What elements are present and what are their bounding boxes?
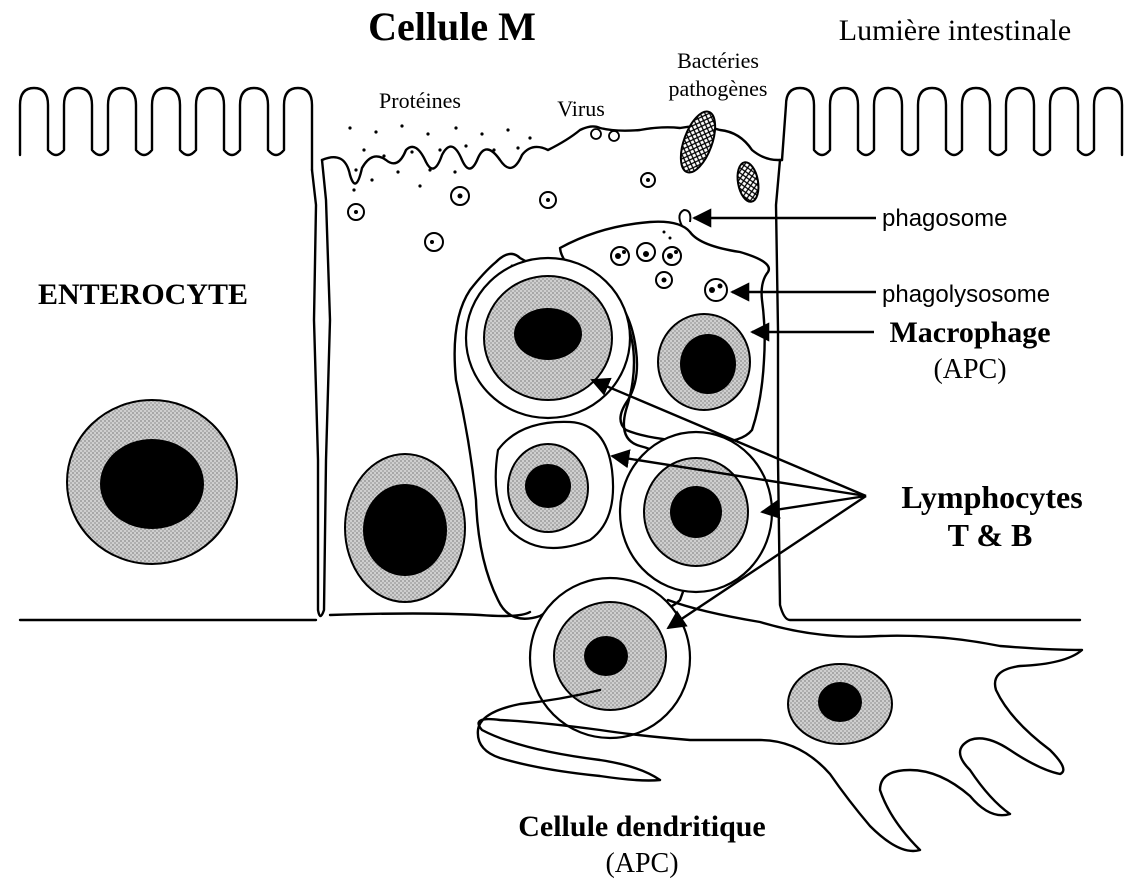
title-cellule-m: Cellule M bbox=[368, 4, 536, 49]
label-dendritic: Cellule dendritique bbox=[518, 810, 766, 843]
m-cell-nucleus bbox=[345, 454, 465, 602]
enterocyte-nucleus bbox=[67, 400, 237, 564]
label-lymphocytes-1: Lymphocytes bbox=[901, 479, 1082, 515]
lymphocyte-4 bbox=[530, 578, 690, 738]
phagolysosomes bbox=[611, 243, 727, 301]
phagosome-pocket bbox=[679, 210, 690, 226]
pathogenic-bacteria bbox=[674, 107, 761, 203]
lymphocyte-2 bbox=[496, 422, 613, 548]
virus-particles bbox=[591, 129, 619, 141]
label-macrophage-apc: (APC) bbox=[933, 354, 1006, 385]
label-macrophage: Macrophage bbox=[889, 316, 1050, 349]
junction-left bbox=[312, 160, 330, 616]
label-phagosome: phagosome bbox=[882, 205, 1007, 232]
label-phagolysosome: phagolysosome bbox=[882, 281, 1050, 308]
lymphocyte-1 bbox=[466, 258, 630, 418]
label-lymphocytes-2: T & B bbox=[948, 517, 1033, 553]
label-virus: Virus bbox=[557, 96, 605, 121]
lymphocyte-3 bbox=[620, 432, 772, 592]
microvilli-left bbox=[20, 88, 312, 170]
endocytic-vesicles bbox=[348, 173, 655, 251]
label-bacteria-1: Bactéries bbox=[677, 48, 759, 73]
label-lumen: Lumière intestinale bbox=[839, 14, 1071, 47]
microvilli-right bbox=[782, 88, 1122, 160]
m-cell-basal-left bbox=[330, 612, 530, 616]
enterocyte-left bbox=[20, 88, 330, 620]
label-dendritic-apc: (APC) bbox=[605, 848, 678, 879]
label-enterocyte: ENTEROCYTE bbox=[38, 278, 248, 311]
label-proteins: Protéines bbox=[379, 88, 461, 113]
label-bacteria-2: pathogènes bbox=[669, 76, 768, 101]
macrophage-nucleus bbox=[658, 314, 750, 410]
dendritic-nucleus bbox=[788, 664, 892, 744]
